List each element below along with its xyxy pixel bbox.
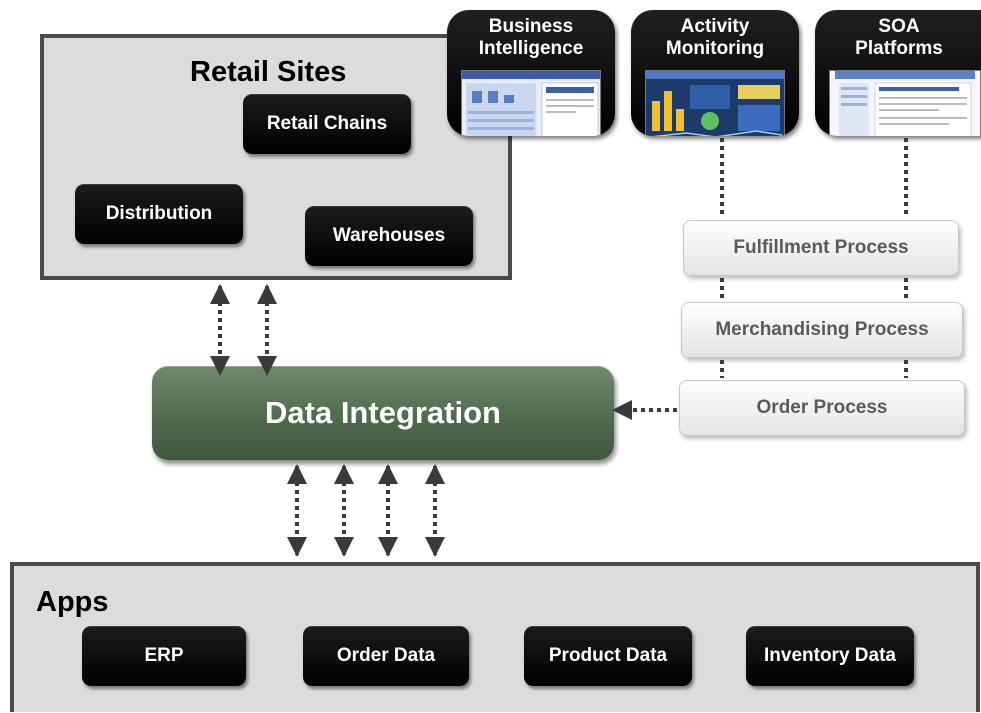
activity-monitoring-tile[interactable]: Activity Monitoring (631, 10, 799, 136)
soa-platforms-screenshot (829, 70, 981, 136)
order-data-node[interactable]: Order Data (303, 626, 469, 686)
apps-title: Apps (36, 586, 109, 618)
activity-monitoring-title-2: Monitoring (665, 38, 765, 59)
product-data-node[interactable]: Product Data (524, 626, 692, 686)
business-intelligence-screenshot (461, 70, 601, 136)
business-intelligence-title-1: Business (488, 16, 574, 37)
warehouses-node[interactable]: Warehouses (305, 206, 473, 266)
retail-chains-node[interactable]: Retail Chains (243, 94, 411, 154)
data-integration-node[interactable]: Data Integration (152, 366, 614, 460)
erp-node[interactable]: ERP (82, 626, 246, 686)
fulfillment-process-node[interactable]: Fulfillment Process (683, 220, 959, 276)
soa-platforms-title-1: SOA (878, 16, 920, 37)
inventory-data-node[interactable]: Inventory Data (746, 626, 914, 686)
business-intelligence-tile[interactable]: Business Intelligence (447, 10, 615, 136)
soa-platforms-tile[interactable]: SOA Platforms (815, 10, 981, 136)
merchandising-process-node[interactable]: Merchandising Process (681, 302, 963, 358)
order-process-node[interactable]: Order Process (679, 380, 965, 436)
soa-platforms-title-2: Platforms (855, 38, 943, 59)
activity-monitoring-title-1: Activity (680, 16, 750, 37)
activity-monitoring-screenshot (645, 70, 785, 136)
business-intelligence-title-2: Intelligence (478, 38, 584, 59)
retail-sites-title: Retail Sites (190, 56, 347, 88)
distribution-node[interactable]: Distribution (75, 184, 243, 244)
